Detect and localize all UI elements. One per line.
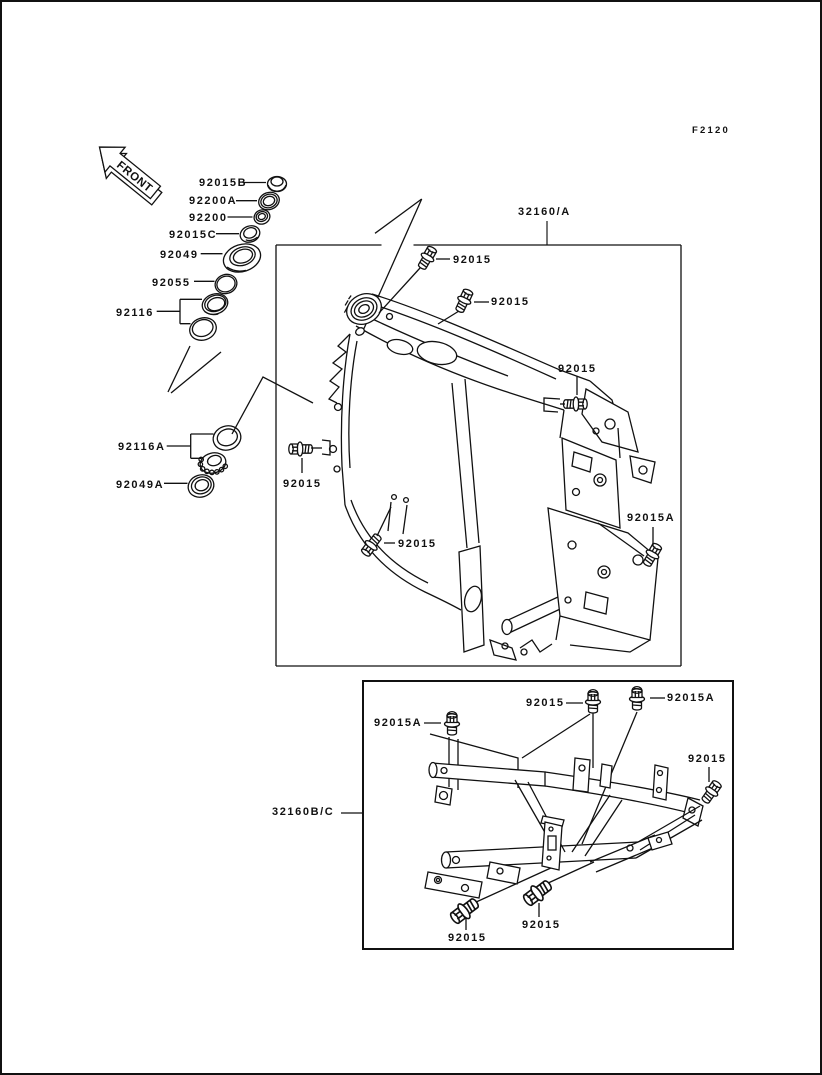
seal-92049A-icon — [187, 474, 215, 498]
part-label-92015C: 92015C — [169, 229, 218, 241]
bolt-icon — [562, 396, 588, 412]
part-label-92015-sub-top: 92015 — [526, 697, 565, 709]
part-label-92015-bottom: 92015 — [398, 538, 437, 550]
part-label-92015A-sub-right: 92015A — [667, 692, 716, 704]
steering-stem-parts — [187, 175, 288, 498]
sub-frame-box — [362, 680, 734, 950]
part-label-92015B: 92015B — [199, 177, 248, 189]
washer-92200A-icon — [258, 191, 280, 211]
main-frame-bolts — [288, 243, 665, 570]
assembly-label-sub-frame: 32160B/C — [272, 806, 335, 818]
part-label-92015-left: 92015 — [283, 478, 322, 490]
sub-frame-drawing — [424, 711, 704, 904]
part-label-92055: 92055 — [152, 277, 191, 289]
sub-frame-bolts — [424, 685, 725, 930]
bolt-icon — [584, 688, 602, 714]
bolt-icon — [288, 441, 314, 457]
part-label-92200: 92200 — [189, 212, 228, 224]
steering-head-icon — [343, 293, 382, 325]
front-arrow-icon: FRONT — [98, 146, 163, 206]
part-label-92116: 92116 — [116, 307, 154, 319]
race-92116-upper-icon — [201, 293, 229, 316]
bolt-icon — [698, 777, 725, 807]
part-label-92015A-sub-left: 92015A — [374, 717, 423, 729]
part-label-92015-sub-right: 92015 — [688, 753, 727, 765]
bolt-icon — [451, 286, 476, 316]
part-label-92015-sub-br: 92015 — [522, 919, 561, 931]
part-label-92015-right: 92015 — [558, 363, 597, 375]
part-label-92015-upper: 92015 — [491, 296, 530, 308]
cap-nut-92015B-icon — [266, 175, 288, 193]
bolt-icon — [443, 710, 461, 736]
collar-92015C-icon — [239, 225, 261, 243]
part-label-92015A-main: 92015A — [627, 512, 676, 524]
nut-92200-icon — [253, 209, 271, 225]
bolt-icon — [628, 685, 646, 711]
race-92116-lower-icon — [189, 317, 217, 341]
oring-92055-icon — [214, 273, 238, 295]
leader-lines-stack — [156, 181, 423, 484]
bolt-icon — [358, 530, 385, 560]
bolt-icon — [446, 894, 483, 928]
part-label-92116A: 92116A — [118, 441, 166, 453]
seal-92049-icon — [222, 243, 262, 273]
part-label-92015-sub-bl: 92015 — [448, 932, 487, 944]
part-label-92049: 92049 — [160, 249, 199, 261]
bolt-icon — [414, 243, 440, 273]
race-92116A-icon — [212, 425, 242, 451]
main-frame-drawing — [321, 293, 659, 661]
part-label-92200A: 92200A — [189, 195, 238, 207]
figure-code: F2120 — [692, 125, 730, 136]
part-label-92015-top: 92015 — [453, 254, 492, 266]
bearing-92116A-icon — [197, 452, 229, 476]
part-label-92049A: 92049A — [116, 479, 165, 491]
assembly-label-main-frame: 32160/A — [518, 206, 571, 218]
